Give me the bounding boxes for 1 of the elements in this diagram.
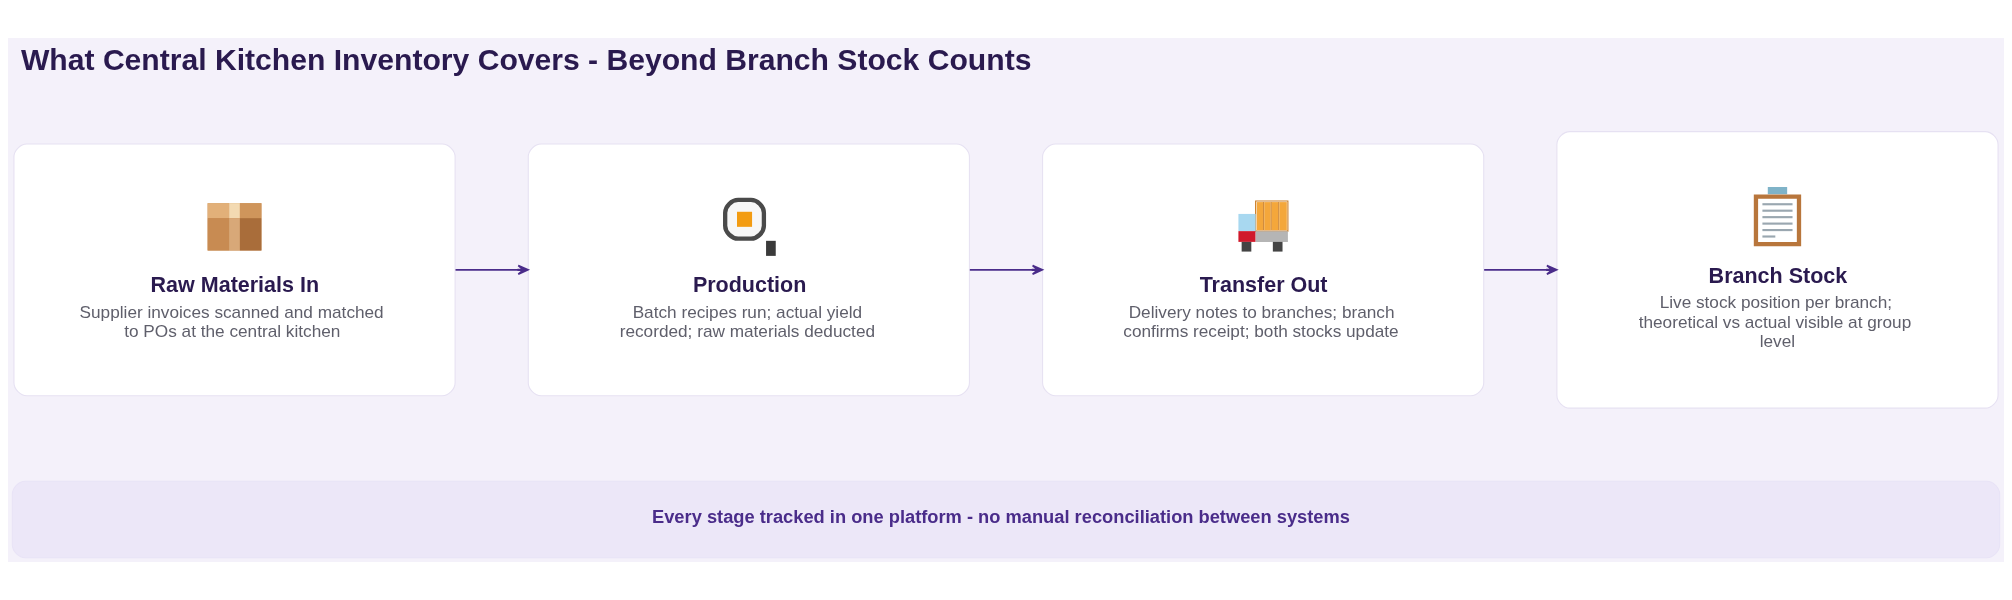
diagram-title: What Central Kitchen Inventory Covers - Beyond Branch Stock Counts <box>20 43 1032 77</box>
